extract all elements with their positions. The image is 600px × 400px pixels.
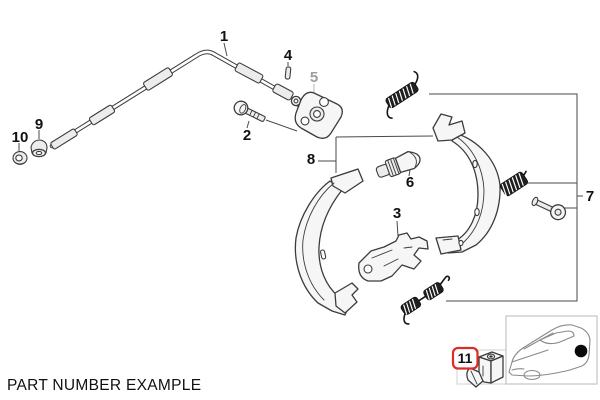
right-brake-shoe-drawing <box>432 113 501 255</box>
highlight-box <box>451 346 479 370</box>
car-silhouette <box>508 324 591 381</box>
callout-11[interactable]: 11 <box>458 350 473 366</box>
expander-lever-drawing <box>358 232 429 282</box>
bolt-drawing <box>233 100 266 122</box>
hold-down-spring-drawing <box>500 170 528 197</box>
lower-return-spring-drawing <box>400 275 451 325</box>
callout-7[interactable]: 7 <box>586 188 594 205</box>
adjuster-drawing <box>375 150 421 178</box>
callout-4[interactable]: 4 <box>284 47 293 64</box>
cable-end-fitting <box>272 83 302 107</box>
example-part-clip-drawing <box>466 351 504 388</box>
callout-6[interactable]: 6 <box>406 174 414 191</box>
callout-8[interactable]: 8 <box>307 151 315 168</box>
callout-9[interactable]: 9 <box>35 116 43 133</box>
part-location-dot <box>574 344 588 358</box>
left-brake-shoe-drawing <box>294 168 364 316</box>
bracket-drawing <box>294 91 343 139</box>
callout-1[interactable]: 1 <box>220 28 228 45</box>
hold-down-pin-drawing <box>531 196 567 221</box>
upper-return-spring-drawing <box>385 70 419 119</box>
parking-brake-cable-drawing <box>49 49 302 150</box>
pin-drawing <box>284 66 292 80</box>
callout-10[interactable]: 10 <box>12 129 29 146</box>
cone-nut-drawing <box>30 139 48 158</box>
callout-3[interactable]: 3 <box>393 205 401 222</box>
caption: PART NUMBER EXAMPLE <box>7 377 202 394</box>
callout-labels: 1 2 3 4 5 6 7 8 9 10 11 <box>12 28 595 366</box>
callout-5[interactable]: 5 <box>310 69 318 86</box>
callout-2[interactable]: 2 <box>243 127 251 144</box>
grommet-drawing <box>12 151 28 165</box>
